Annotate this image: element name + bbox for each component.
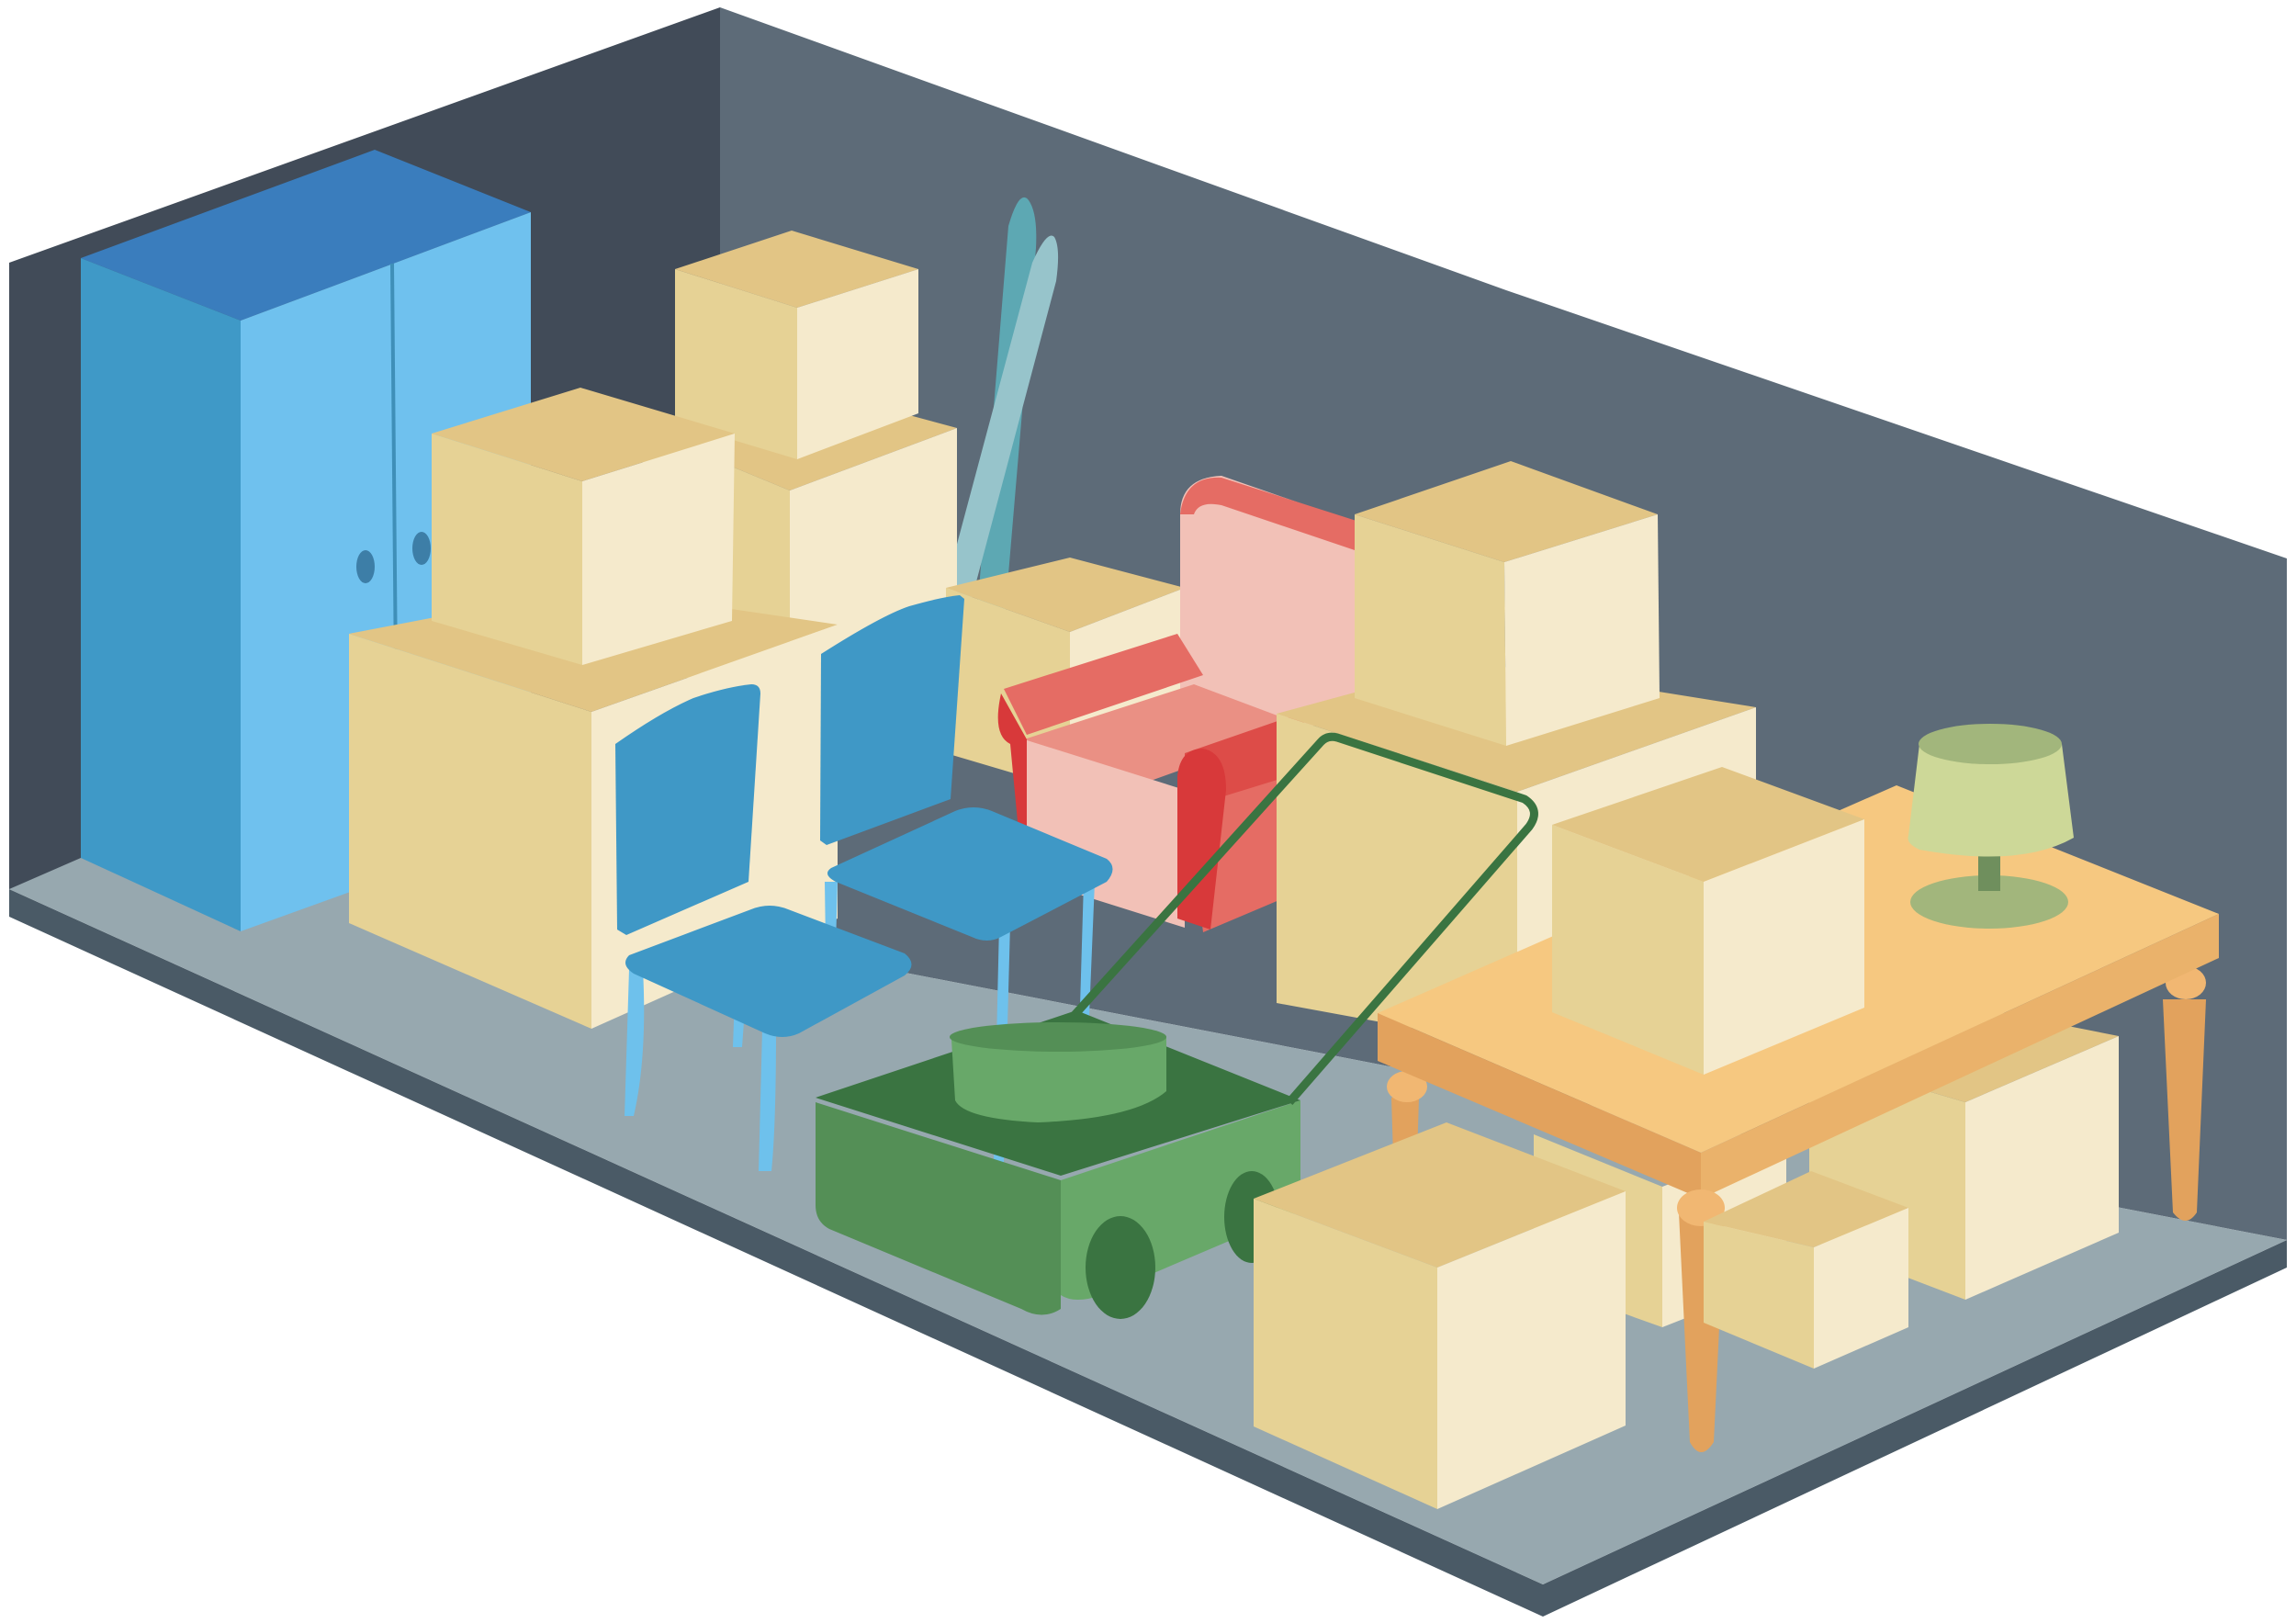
wardrobe <box>81 150 531 931</box>
table-leg-front-knob <box>1677 1189 1725 1226</box>
box-l2-right <box>582 434 735 665</box>
back-box-stack <box>643 231 957 716</box>
box-t-top <box>1552 767 1864 882</box>
box-c2-left <box>1355 514 1506 746</box>
sofa-arm-left-end <box>997 693 1027 919</box>
mower-deck-left <box>816 1102 1061 1315</box>
center-right-box-stack <box>1277 461 1756 1047</box>
chair-2-leg-c <box>1079 882 1095 1038</box>
table-edge-front <box>1378 1013 1701 1199</box>
box-on-table <box>1552 767 1864 1075</box>
chair-back-right <box>820 595 1113 1162</box>
chair-1-seat <box>625 906 912 1037</box>
box-f2-top <box>1704 1171 1908 1247</box>
front-boxes <box>1254 1122 1908 1509</box>
box-t-right <box>1704 819 1864 1075</box>
box-l1-left <box>349 634 591 1029</box>
table-leg-back-right <box>2163 999 2206 1221</box>
box-b2-top <box>675 231 918 308</box>
lamp-shade <box>1908 744 2074 857</box>
box-b2-left <box>675 269 797 459</box>
mower-handle <box>1071 732 1538 1105</box>
ski-light <box>928 235 1059 661</box>
box-b2-right <box>797 269 918 459</box>
box-l2-top <box>432 388 735 481</box>
wardrobe-knob-right <box>412 532 431 565</box>
sofa-arm-left <box>1004 634 1203 735</box>
table-lamp <box>1908 724 2074 929</box>
wardrobe-top <box>81 150 531 321</box>
chair-1-backrest <box>615 684 760 935</box>
chair-2-backrest <box>820 595 964 845</box>
sofa-back-top <box>1180 477 1359 551</box>
box-t-left <box>1552 825 1704 1075</box>
sofa-backrest <box>1180 476 1359 726</box>
box-l2-left <box>432 434 582 665</box>
wardrobe-left-side <box>81 258 241 931</box>
box-f1-top <box>1254 1122 1626 1268</box>
box-r1-right <box>1965 1036 2119 1300</box>
box-f2-right <box>1814 1208 1908 1369</box>
box-m-top <box>946 558 1185 632</box>
table-leg-back-left-knob <box>1387 1071 1427 1102</box>
table-edge-right <box>1701 914 2219 1199</box>
box-c2-right <box>1504 514 1660 746</box>
mower-engine <box>951 1036 1166 1122</box>
chair-front-left <box>615 684 912 1171</box>
box-f2-left <box>1704 1222 1814 1369</box>
box-c1-left <box>1277 714 1517 1047</box>
mower-engine-cap <box>950 1022 1166 1052</box>
skis <box>928 197 1059 661</box>
box-f1-right <box>1437 1191 1626 1509</box>
lawn-mower <box>816 732 1538 1319</box>
box-f1-left <box>1254 1199 1437 1509</box>
chair-2-seat <box>827 807 1113 941</box>
mower-wheel-front <box>1086 1216 1155 1319</box>
lamp-shade-top <box>1919 724 2062 764</box>
chair-1-leg-c <box>759 1029 776 1171</box>
wardrobe-knob-left <box>356 550 375 583</box>
chair-1-leg-a <box>625 969 645 1116</box>
box-c2-top <box>1355 461 1658 562</box>
lamp-base <box>1910 875 2068 929</box>
